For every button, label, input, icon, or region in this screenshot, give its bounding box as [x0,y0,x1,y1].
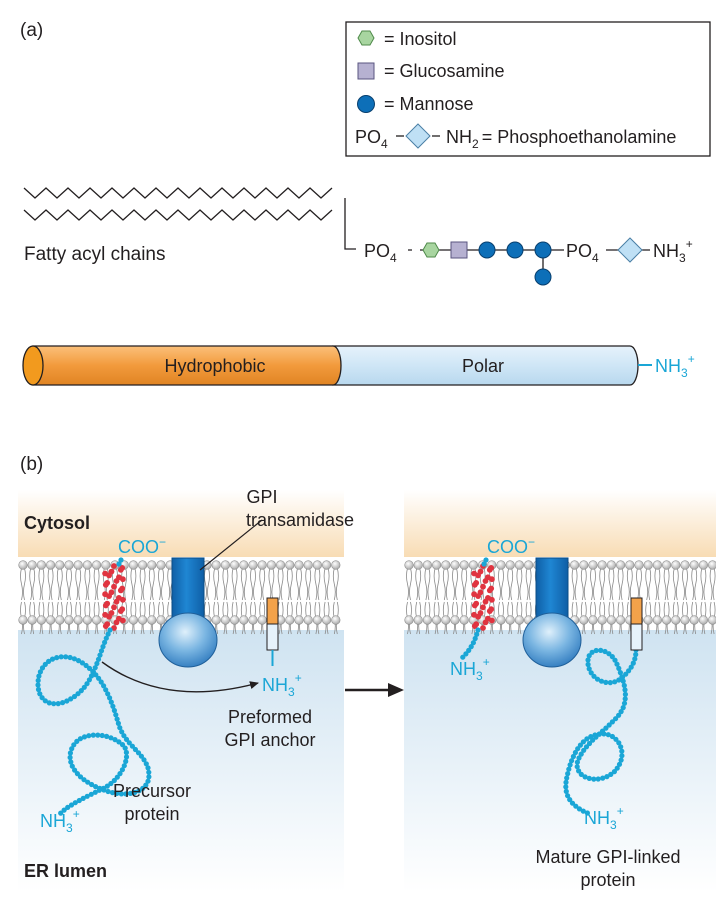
inositol-hexagon-icon [422,242,440,258]
phosphoethanolamine-diamond-icon [617,237,643,263]
mannose-circle-icon [534,268,552,286]
fatty-acyl-chains [23,187,356,250]
membrane-right [404,490,716,892]
glucosamine-square-icon [450,241,468,259]
precursor-label-2: protein [124,804,179,824]
mannose-circle-icon [357,95,375,113]
precursor-label-1: Precursor [113,781,191,801]
mannose-circle-icon [478,241,496,259]
panel-a-label: (a) [20,20,43,41]
svg-text:PO4: PO4 [355,127,388,151]
coo-right: COO− [487,535,535,557]
mannose-circle-icon [534,241,552,259]
mature-label-1: Mature GPI-linked [535,847,680,867]
coo-left: COO− [118,535,166,557]
legend-inositol: = Inositol [384,29,457,49]
chain-nh3: NH3+ [653,237,693,265]
rod-nh3: NH3+ [655,352,695,380]
transmembrane-helix-right [460,557,495,660]
anchor-nh3: NH3+ [262,671,302,699]
transmembrane-helix-left [102,557,126,631]
preformed-label-2: GPI anchor [224,730,315,750]
mature-nh3: NH3+ [584,804,624,832]
gpi-transamidase-right [522,557,582,668]
phosphoethanolamine-diamond-icon [405,123,431,149]
cytosol-label: Cytosol [24,513,90,533]
transfer-arrow [101,661,259,693]
er-lumen-label: ER lumen [24,861,107,881]
membrane-left [18,490,344,892]
legend-mannose: = Mannose [384,94,474,114]
transamidase-pointer [199,519,263,571]
mature-gpi-anchor [630,597,643,651]
protein-rod: Hydrophobic Polar NH3+ [22,345,695,386]
transamidase-label-1: GPI [246,487,277,507]
inositol-hexagon-icon [357,30,375,46]
gpi-glycan-chain: PO4 PO4 NH3+ [364,237,710,286]
reaction-arrow [345,683,404,697]
chain-po4-2: PO4 [566,241,599,265]
glucosamine-square-icon [357,62,375,80]
rod-hydrophobic-label: Hydrophobic [164,356,265,376]
transamidase-label-2: transamidase [246,510,354,530]
legend-phosphoethanolamine: PO4 NH2= Phosphoethanolamine [355,123,676,151]
rod-polar-label: Polar [462,356,504,376]
precursor-nh3: NH3+ [40,807,80,835]
panel-b-label: (b) [20,454,43,475]
preformed-label-1: Preformed [228,707,312,727]
fatty-acyl-label: Fatty acyl chains [24,244,166,265]
svg-text:NH2= Phosphoethanolamine: NH2= Phosphoethanolamine [446,127,676,151]
mannose-circle-icon [506,241,524,259]
gpi-transamidase-left [158,557,218,668]
chain-po4-1: PO4 [364,241,397,265]
legend: = Inositol = Glucosamine = Mannose PO4 N… [345,21,711,157]
helix-nh3: NH3+ [450,655,490,683]
mature-protein-chain [563,647,639,816]
legend-glucosamine: = Glucosamine [384,61,505,81]
preformed-gpi-anchor [266,597,279,666]
precursor-protein-chain [35,627,152,816]
mature-label-2: protein [580,870,635,890]
